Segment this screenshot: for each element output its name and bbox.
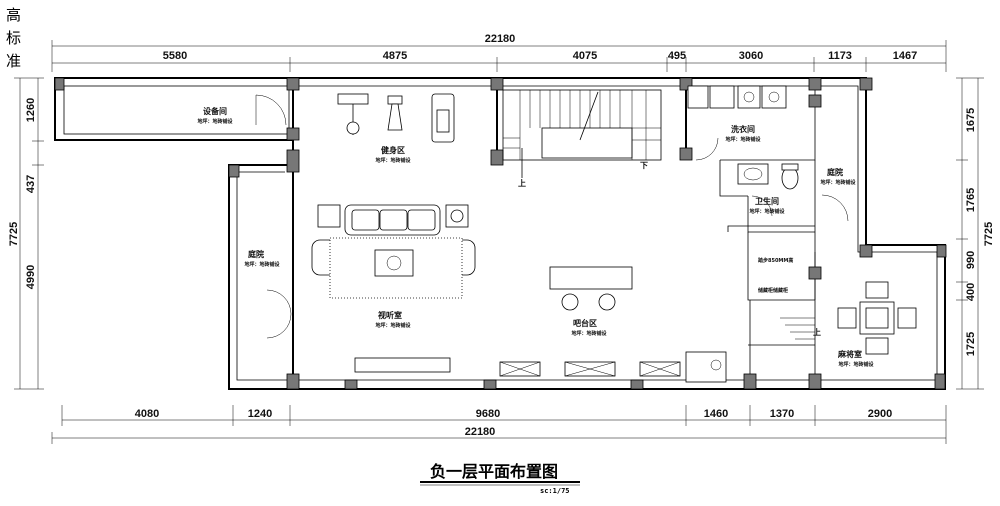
room-av-name: 视听室 [378,310,402,320]
dim-label: 5580 [163,50,187,62]
dim-label: 1675 [965,108,977,132]
room-courtyard-right-name: 庭院 [827,167,843,177]
dim-label: 4875 [383,50,407,62]
sofa-set [311,204,476,299]
dim-right-total: 7725 [983,222,995,246]
room-laundry-floor: 地坪：地砖铺设 [725,136,761,143]
room-courtyard-left-floor: 地坪：地砖铺设 [244,261,280,268]
dim-label: 9680 [476,408,500,420]
dim-label: 1240 [248,408,272,420]
drawing-scale: sc:1/75 [540,487,570,495]
room-bar-name: 吧台区 [573,318,597,328]
columns [54,77,947,390]
gym-equipment [337,93,455,143]
dim-label: 1467 [893,50,917,62]
dim-top-total: 22180 [485,33,516,45]
dim-label: 495 [668,50,686,62]
cabinet-note: 储藏柜储藏柜 [758,287,788,294]
fixtures [685,85,799,383]
walls [54,77,946,390]
dim-label: 437 [25,175,37,193]
dim-label: 400 [965,283,977,301]
step-note: 踏步850MM高 [758,257,793,264]
dim-label: 2900 [868,408,892,420]
room-av-floor: 地坪：地砖铺设 [375,322,411,329]
dim-bottom-total: 22180 [465,426,496,438]
room-equipment-floor: 地坪：地砖铺设 [197,118,233,125]
stair-up-label: 上 [518,178,526,188]
room-bathroom-floor: 地坪：地砖铺设 [749,208,785,215]
dim-label: 1460 [704,408,728,420]
dim-label: 4075 [573,50,597,62]
windows [354,357,681,377]
dim-label: 1173 [828,50,852,62]
dim-label: 4990 [25,265,37,289]
room-courtyard-left-name: 庭院 [248,249,264,259]
right-stair-up-label: 上 [813,327,821,337]
room-bathroom-name: 卫生间 [755,196,779,206]
dim-label: 1765 [965,188,977,212]
dim-label: 3060 [739,50,763,62]
brand-char: 高 [6,6,21,24]
dim-label: 1370 [770,408,794,420]
room-labels: 设备间 地坪：地砖铺设 健身区 地坪：地砖铺设 洗衣间 地坪：地砖铺设 庭院 地… [197,106,874,368]
top-dimensions: 22180 5580 4875 4075 495 3060 1173 1467 [51,33,947,72]
room-mahjong-floor: 地坪：地砖铺设 [838,361,874,368]
room-bar-floor: 地坪：地砖铺设 [571,330,607,337]
mahjong-table [837,281,917,355]
brand-char: 标 [6,29,21,47]
bottom-dimensions: 4080 1240 9680 1460 1370 2900 22180 [51,405,947,444]
left-dimensions: 7725 1260 437 4990 [8,77,44,390]
room-gym-name: 健身区 [381,145,405,155]
dim-label: 4080 [135,408,159,420]
drawing-title: 负一层平面布置图 sc:1/75 [420,462,580,495]
room-gym-floor: 地坪：地砖铺设 [375,157,411,164]
drawing-title-text: 负一层平面布置图 [430,462,558,481]
room-mahjong-name: 麻将室 [837,349,862,359]
dim-label: 990 [965,251,977,269]
right-dimensions: 1675 1765 990 400 1725 7725 [956,77,995,390]
room-courtyard-right-floor: 地坪：地砖铺设 [820,179,856,186]
stair-down-label: 下 [640,161,648,170]
bar-counter [549,266,633,311]
dim-left-total: 7725 [8,222,20,246]
brand-char: 准 [6,52,21,70]
staircase: 上 下 [502,89,662,188]
room-equipment-name: 设备间 [203,106,227,116]
brand-mark: 高 标 准 [6,6,21,70]
dim-label: 1260 [25,98,37,122]
right-stair: 上 [780,317,821,340]
doors [255,94,849,339]
dim-label: 1725 [965,332,977,356]
room-laundry-name: 洗衣间 [731,124,755,134]
